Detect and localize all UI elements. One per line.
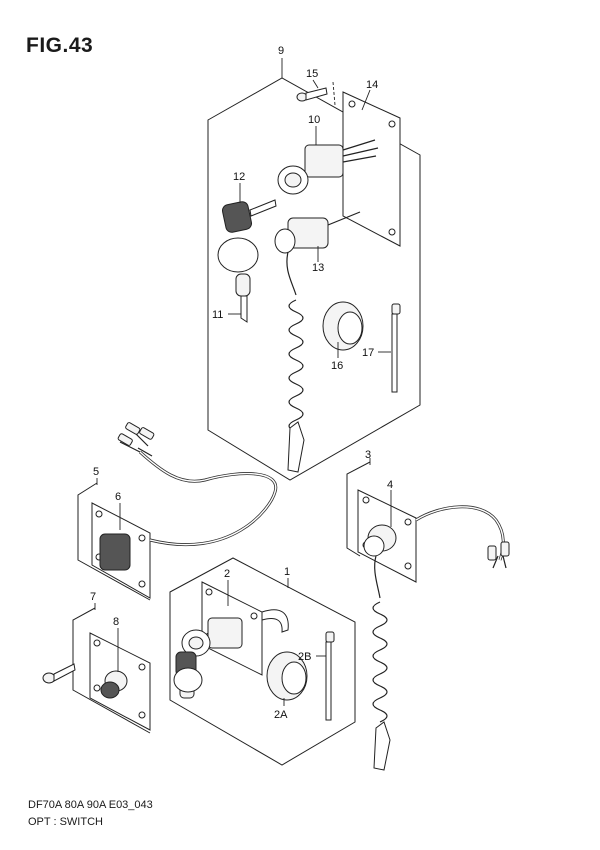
callout-14: 14: [366, 79, 378, 91]
mounting-plate-14: [342, 89, 401, 247]
callout-5: 5: [93, 466, 99, 478]
figure-caption: OPT : SWITCH: [28, 816, 103, 828]
callout-10: 10: [308, 114, 320, 126]
callout-6: 6: [115, 491, 121, 503]
callout-8: 8: [113, 616, 119, 628]
ignition-switch-10: [277, 126, 379, 195]
callout-15: 15: [306, 68, 318, 80]
cable-tie-17: [378, 303, 401, 393]
switch-panel-7-8: [42, 603, 151, 734]
callout-7: 7: [90, 591, 96, 603]
cap-16: [322, 301, 364, 358]
assembly-box-1: [169, 557, 356, 766]
stop-switch-panel-3-4: [346, 458, 510, 771]
callout-13: 13: [312, 262, 324, 274]
callout-2A: 2A: [274, 709, 288, 721]
callout-3: 3: [365, 449, 371, 461]
callout-4: 4: [387, 479, 393, 491]
model-line: DF70A 80A 90A E03_043: [28, 799, 153, 811]
callout-12: 12: [233, 171, 245, 183]
callout-2B: 2B: [298, 651, 311, 663]
callout-2: 2: [224, 568, 230, 580]
key-11: [228, 273, 251, 323]
screw-15: [296, 79, 336, 106]
figure-footer: DF70A 80A 90A E03_043 OPT : SWITCH: [28, 797, 153, 831]
stop-switch-13: [274, 211, 361, 473]
key-12: [217, 183, 277, 273]
callout-17: 17: [362, 347, 374, 359]
figure-title: FIG.43: [26, 34, 94, 57]
callout-9: 9: [278, 45, 284, 57]
assembly-box-9: [207, 58, 421, 481]
callout-16: 16: [331, 360, 343, 372]
callout-11: 11: [212, 309, 223, 321]
callout-1: 1: [284, 566, 290, 578]
switch-panel-5-6: [77, 422, 278, 601]
